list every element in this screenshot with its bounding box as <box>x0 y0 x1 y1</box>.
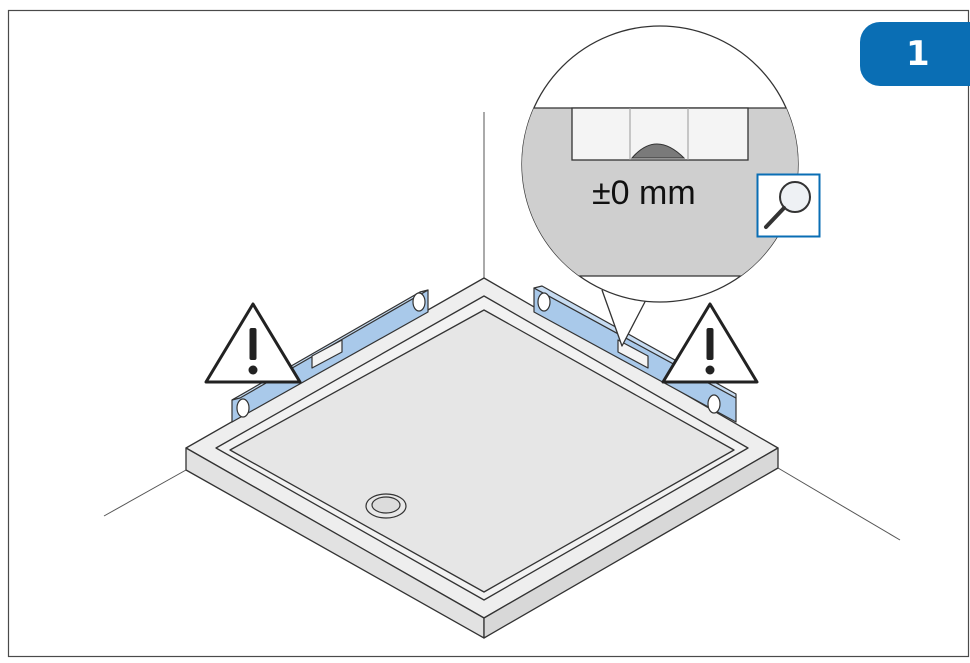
drain-icon <box>365 493 407 519</box>
warning-triangle-icon <box>204 302 302 384</box>
magnifier-icon[interactable] <box>756 173 821 238</box>
room-corner-lines <box>103 112 901 541</box>
step-number-badge: 1 <box>860 22 970 86</box>
warning-triangle-icon <box>661 302 759 384</box>
level-reading: ±0 mm <box>592 174 696 212</box>
zoom-callout: ±0 mm <box>521 25 799 347</box>
